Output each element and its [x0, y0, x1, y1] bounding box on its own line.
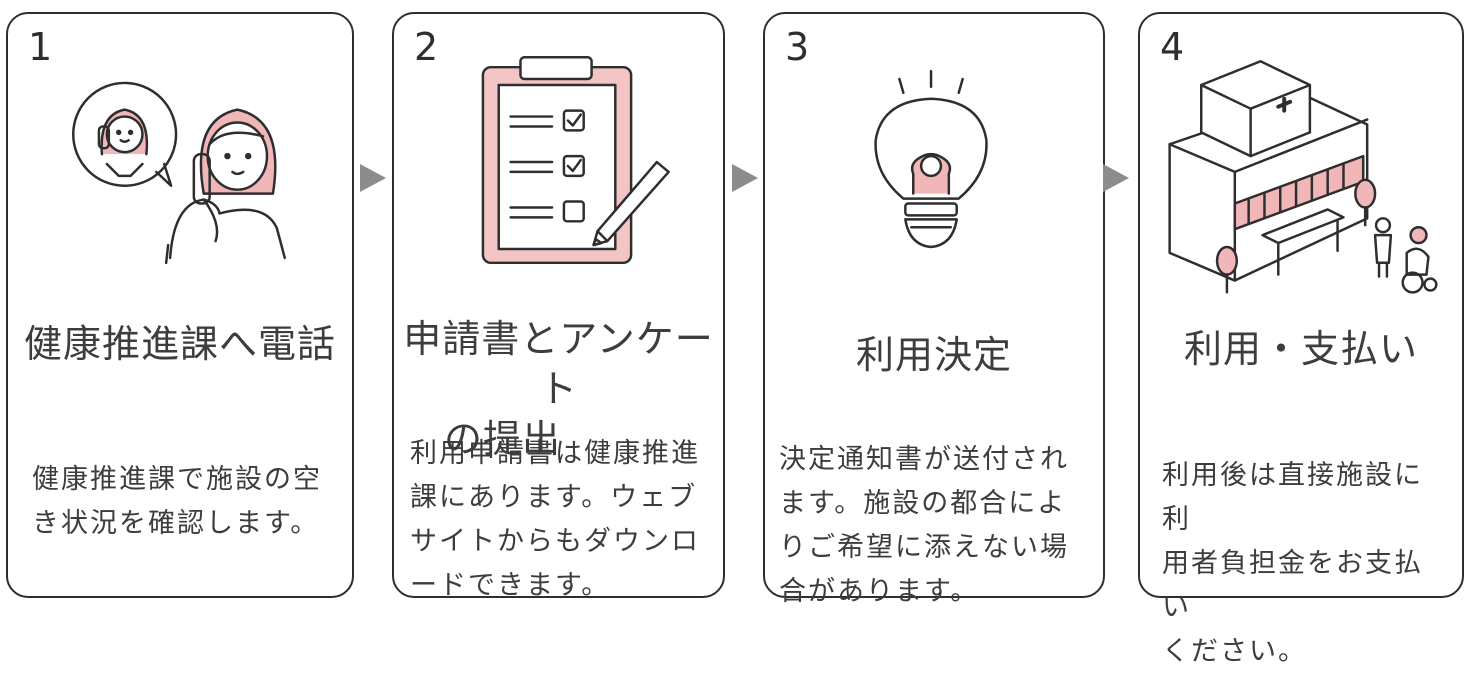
step-title: 申請書とアンケート の提出	[403, 317, 714, 461]
clipboard-checklist-icon	[481, 56, 670, 265]
step-description: 決定通知書が送付され ます。施設の都合によ りご希望に添えない場 合があります。	[779, 444, 1069, 607]
phone-call-icon	[72, 81, 287, 265]
step-description: 健康推進課で施設の空 き状況を確認します。	[32, 464, 322, 539]
step-number: 1	[28, 25, 53, 69]
step-card-2: 2 申請書とアンケート の提出 利用申請書は健康推進 課にあります	[392, 12, 725, 601]
hospital-building-icon	[1168, 60, 1438, 294]
step-number: 3	[785, 25, 810, 69]
step-title: 利用・支払い	[1183, 327, 1418, 371]
step-arrow-icon	[1103, 164, 1129, 192]
step-description: 利用申請書は健康推進 課にあります。ウェブ サイトからもダウンロ ードできます。	[410, 438, 700, 601]
step-description: 利用後は直接施設に利 用者負担金をお支払い ください。	[1162, 460, 1423, 667]
lightbulb-icon	[874, 69, 988, 249]
step-title: 利用決定	[855, 333, 1012, 377]
step-arrow-icon	[732, 164, 758, 192]
step-card-1: 1 健康推進課へ電話 健康推進課で施設の空	[6, 12, 354, 598]
step-card-3: 3 利用決定 決定通知書が送付され ます。施設の都合によ りご希望に添えない場 …	[763, 12, 1105, 607]
step-arrow-icon	[360, 164, 386, 192]
step-title: 健康推進課へ電話	[23, 322, 336, 366]
step-card-4: 4	[1138, 12, 1464, 667]
step-number: 2	[414, 25, 439, 69]
step-number: 4	[1160, 25, 1185, 69]
